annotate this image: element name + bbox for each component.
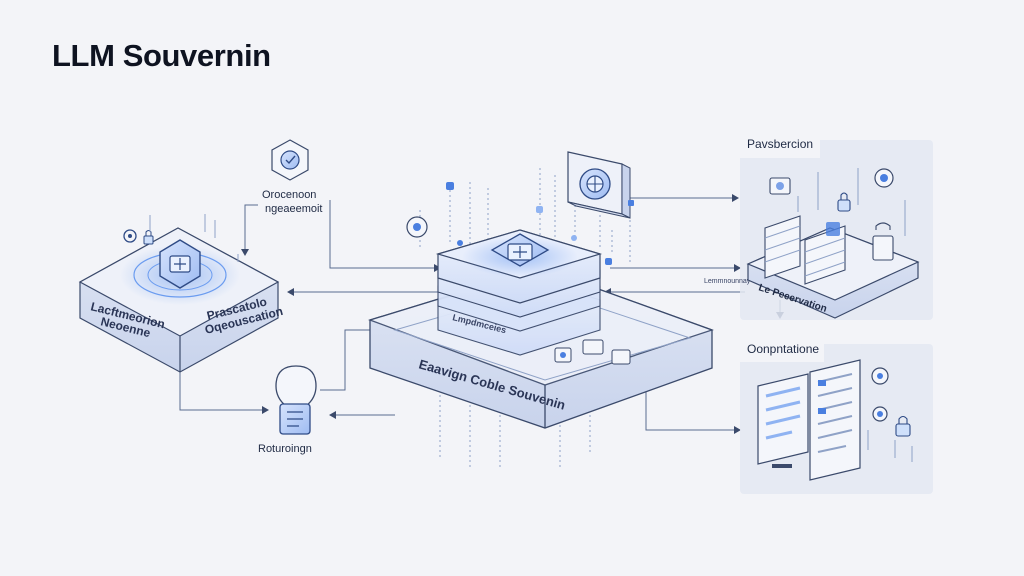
right-top-panel-title: Pavsbercion <box>747 137 813 151</box>
monitor-icon <box>769 177 791 195</box>
center-tier-stack: Lmpdmceies <box>435 229 603 356</box>
left-block-pins <box>149 214 239 262</box>
connector-top-node-to-center <box>329 200 441 272</box>
server-rack-icon <box>764 215 894 285</box>
center-small-devices <box>554 339 631 365</box>
right-bottom-panel-title: Oonpntatione <box>747 342 819 356</box>
shield-chip-icon <box>271 139 309 181</box>
lightbulb-icon <box>275 365 317 435</box>
right-top-panel-pins <box>797 168 906 236</box>
gear-icon <box>123 229 137 243</box>
top-node-label-line1: Orocenoon <box>262 189 316 201</box>
padlock-icon <box>143 230 154 245</box>
document-stack-icon <box>757 359 861 481</box>
vault-icon <box>567 151 631 219</box>
small-node-icons <box>406 182 634 265</box>
server-chip-icon <box>490 233 550 267</box>
gear-icon <box>871 367 889 422</box>
padlock-icon <box>895 415 911 437</box>
bottom-node: Roturoingn <box>258 365 317 455</box>
page-title: LLM Souvernin <box>52 38 271 73</box>
left-block: Lacftmeorion Neoenne Prascatolo Oqeousca… <box>78 214 284 373</box>
connector-top-node-to-left-block <box>241 204 258 256</box>
center-platform: Eaavign Coble Souvenin Lmpdmceies <box>367 229 714 429</box>
bottom-node-label: Roturoingn <box>258 443 312 455</box>
gear-icon <box>874 168 894 188</box>
right-bottom-panel: Oonpntatione <box>740 342 933 494</box>
top-node: Orocenoon ngeaeemoit <box>262 139 323 215</box>
connector-center-to-bottom-panel <box>645 395 741 434</box>
right-top-connector-label: Lemmnounnay <box>704 278 751 285</box>
padlock-icon <box>837 192 851 212</box>
top-node-label-line2: ngeaeemoit <box>265 203 323 215</box>
right-top-panel: Pavsbercion Lemmnounnay Le Peeervation <box>704 137 933 320</box>
connector-bottom-node-to-center <box>320 329 390 391</box>
right-bottom-panel-pins <box>867 430 913 462</box>
hexagon-chip-icon <box>159 239 201 289</box>
